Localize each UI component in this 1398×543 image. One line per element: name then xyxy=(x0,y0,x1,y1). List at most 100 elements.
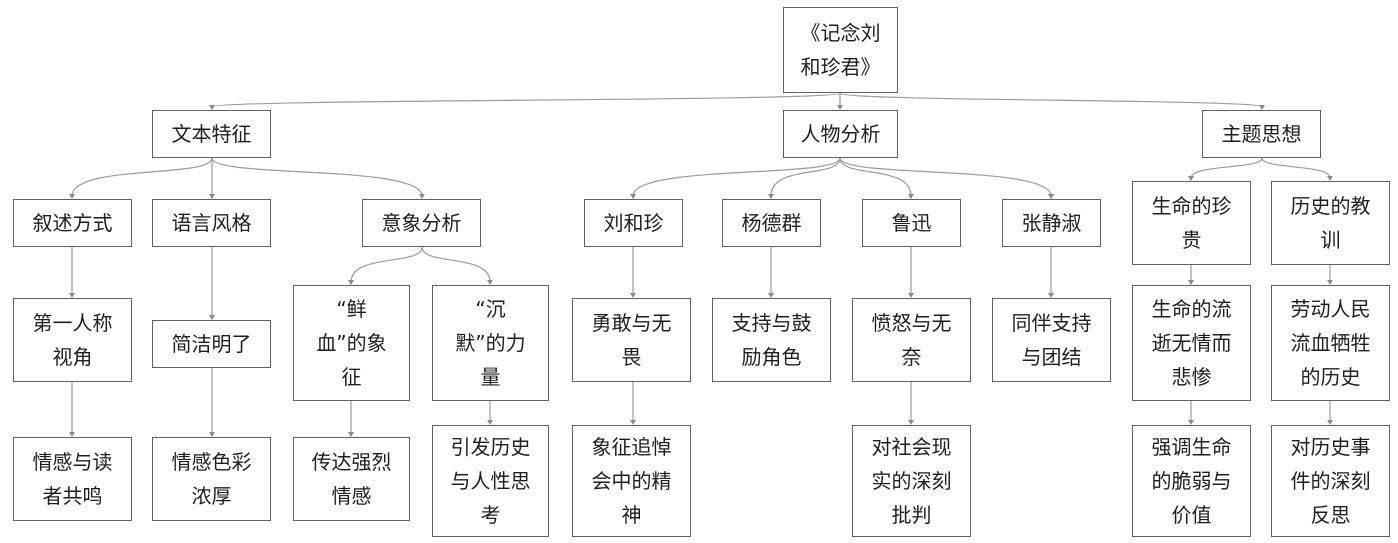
connector-line xyxy=(770,157,841,197)
arrow-head xyxy=(908,293,914,298)
brave-line-2: 畏 xyxy=(621,345,642,369)
connector-line xyxy=(839,92,1263,108)
node-labor-history: 劳动人民流血牺牲的历史 xyxy=(1271,285,1390,401)
node-support-role: 支持与鼓励角色 xyxy=(712,298,831,382)
reflect-line-2: 与人性思 xyxy=(450,469,531,493)
passing-line-3: 悲惨 xyxy=(1171,365,1212,389)
node-convey-emotion: 传达强烈情感 xyxy=(293,437,410,521)
emotion-line-2: 浓厚 xyxy=(191,484,232,508)
brave-line-1: 勇敢与无 xyxy=(591,311,672,335)
unity-line-2: 与团结 xyxy=(1021,345,1082,369)
arrow-head xyxy=(1188,280,1194,285)
arrow-head xyxy=(348,432,354,437)
arrow-head xyxy=(630,194,636,199)
node-history-lesson: 历史的教训 xyxy=(1271,181,1390,265)
connector-line xyxy=(839,157,912,197)
node-strong-emotion-color: 情感色彩浓厚 xyxy=(152,437,271,521)
blood-line-1: “鲜 xyxy=(336,297,367,321)
resonance-line-1: 情感与读 xyxy=(32,450,113,474)
connector-line xyxy=(1190,157,1263,179)
arrow-head xyxy=(209,105,215,110)
connector-line xyxy=(211,92,841,108)
node-character-analysis: 人物分析 xyxy=(783,110,898,158)
connector-line xyxy=(211,157,423,197)
deep-line-1: 对历史事 xyxy=(1290,435,1371,459)
arrow-head xyxy=(69,293,75,298)
critique-line-2: 实的深刻 xyxy=(871,469,952,493)
node-silence-power: “沉默”的力量 xyxy=(432,285,549,401)
arrow-head xyxy=(1048,293,1054,298)
node-life-passing: 生命的流逝无情而悲惨 xyxy=(1132,285,1251,401)
node-zhang-jingshu: 张静淑 xyxy=(1002,199,1101,247)
fragile-line-3: 价值 xyxy=(1171,503,1212,527)
life-value-line-2: 贵 xyxy=(1181,228,1202,252)
node-theme: 主题思想 xyxy=(1202,110,1321,158)
root-line-2: 和珍君》 xyxy=(800,55,881,79)
node-text-features: 文本特征 xyxy=(152,110,271,158)
arrow-head xyxy=(630,420,636,425)
anger-line-1: 愤怒与无 xyxy=(871,311,952,335)
anger-line-2: 奈 xyxy=(901,345,922,369)
arrow-head xyxy=(69,432,75,437)
arrow-head xyxy=(419,194,425,199)
node-blood-symbol: “鲜血”的象征 xyxy=(293,285,410,401)
silence-line-3: 量 xyxy=(480,365,501,389)
silence-line-1: “沉 xyxy=(475,297,506,321)
arrow-head xyxy=(487,420,493,425)
fragile-line-2: 的脆弱与 xyxy=(1151,469,1232,493)
labor-line-3: 的历史 xyxy=(1300,365,1361,389)
node-yang-dequn: 杨德群 xyxy=(722,199,821,247)
labor-line-2: 流血牺牲 xyxy=(1290,331,1371,355)
node-narration: 叙述方式 xyxy=(13,199,132,247)
arrow-head xyxy=(487,280,493,285)
first-person-line-1: 第一人称 xyxy=(32,311,113,335)
node-life-fragility: 强调生命的脆弱与价值 xyxy=(1132,425,1251,537)
node-life-value: 生命的珍贵 xyxy=(1132,181,1251,265)
emotion-line-1: 情感色彩 xyxy=(171,450,252,474)
node-first-person: 第一人称视角 xyxy=(13,298,132,382)
arrow-head xyxy=(837,105,843,110)
reflect-line-3: 考 xyxy=(480,503,501,527)
critique-line-1: 对社会现 xyxy=(871,435,952,459)
connector-line xyxy=(421,246,491,283)
arrow-head xyxy=(209,432,215,437)
arrow-head xyxy=(908,420,914,425)
node-reader-resonance: 情感与读者共鸣 xyxy=(13,437,132,521)
node-social-critique: 对社会现实的深刻批判 xyxy=(852,425,971,537)
history-lesson-line-2: 训 xyxy=(1320,228,1341,252)
spirit-line-3: 神 xyxy=(621,503,642,527)
arrow-head xyxy=(630,293,636,298)
history-lesson-line-1: 历史的教 xyxy=(1290,194,1371,218)
deep-line-3: 反思 xyxy=(1310,503,1351,527)
blood-line-2: 血”的象 xyxy=(316,331,387,355)
blood-line-3: 征 xyxy=(341,365,362,389)
strong-line-2: 情感 xyxy=(331,484,372,508)
critique-line-3: 批判 xyxy=(891,503,932,527)
support-line-2: 励角色 xyxy=(741,345,802,369)
arrow-head xyxy=(209,315,215,320)
arrow-head xyxy=(768,293,774,298)
node-liu-hezhen: 刘和珍 xyxy=(584,199,683,247)
passing-line-2: 逝无情而 xyxy=(1151,331,1232,355)
node-unity: 同伴支持与团结 xyxy=(992,298,1111,382)
node-history-reflection: 对历史事件的深刻反思 xyxy=(1271,425,1390,537)
passing-line-1: 生命的流 xyxy=(1151,297,1232,321)
arrow-head xyxy=(209,194,215,199)
silence-line-2: 默”的力 xyxy=(455,331,526,355)
arrow-head xyxy=(1327,420,1333,425)
labor-line-1: 劳动人民 xyxy=(1290,297,1371,321)
arrow-head xyxy=(1327,176,1333,181)
strong-line-1: 传达强烈 xyxy=(311,450,392,474)
life-value-line-1: 生命的珍 xyxy=(1151,194,1232,218)
connector-line xyxy=(1261,157,1331,179)
root-line-1: 《记念刘 xyxy=(800,21,881,45)
spirit-line-1: 象征追悼 xyxy=(591,435,672,459)
reflect-line-1: 引发历史 xyxy=(450,435,531,459)
node-anger: 愤怒与无奈 xyxy=(852,298,971,382)
arrow-head xyxy=(1188,176,1194,181)
arrow-head xyxy=(908,194,914,199)
node-brave: 勇敢与无畏 xyxy=(572,298,691,382)
arrow-head xyxy=(348,280,354,285)
node-memorial-spirit: 象征追悼会中的精神 xyxy=(572,425,691,537)
